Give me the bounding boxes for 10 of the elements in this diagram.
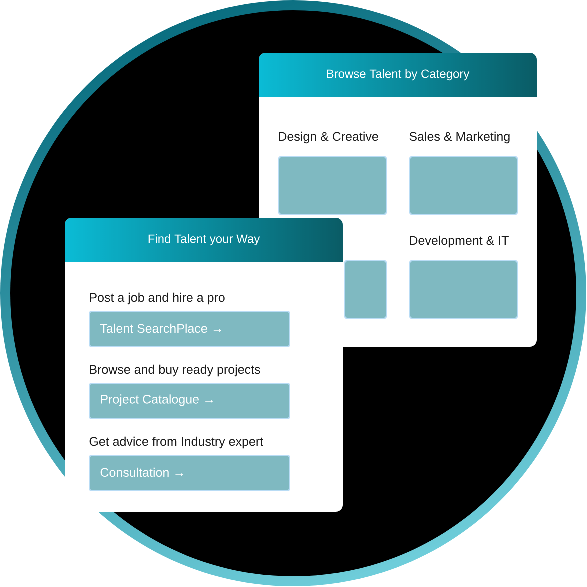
category-tile [344,260,388,320]
description-text: Browse and buy ready projects [90,364,260,377]
category-label: Sales & Marketing [410,132,510,144]
description-text: Get advice from Industry expert [90,436,264,449]
link-button: Consultation → [89,455,290,492]
category-label: Design & Creative [279,132,378,144]
link-button: Project Catalogue → [89,383,290,420]
link-button: Talent SearchPlace → [89,311,290,348]
description-text: Post a job and hire a pro [90,292,225,305]
category-label: Development & IT [410,236,509,248]
